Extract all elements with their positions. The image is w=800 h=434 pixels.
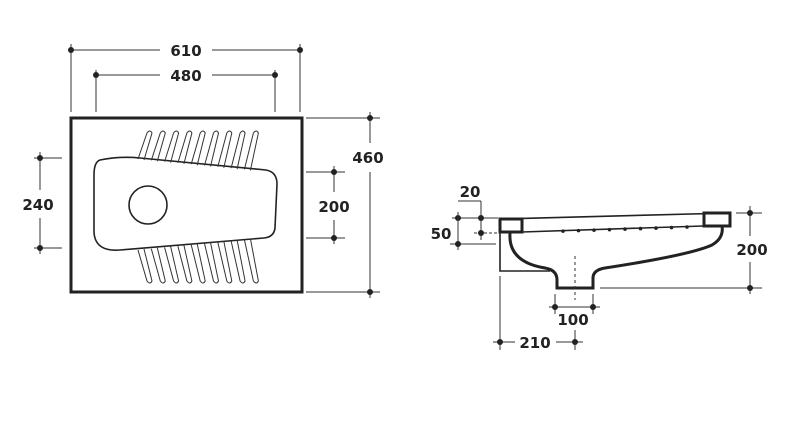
flush-hole [623, 227, 627, 231]
rib [150, 247, 166, 284]
side-view: 20 50 200 100 [431, 183, 768, 352]
flush-hole [607, 227, 612, 232]
dimension-label: 210 [519, 334, 550, 352]
dimension-460: 460 [306, 112, 384, 298]
rib [137, 248, 153, 284]
rib [243, 238, 259, 284]
flush-hole [654, 226, 658, 230]
dimension-label: 460 [352, 149, 383, 167]
rim-top [499, 212, 731, 220]
bowl-outline [508, 225, 724, 290]
flush-hole [592, 228, 596, 232]
flush-holes [561, 225, 689, 233]
dimension-200-plan: 200 [306, 166, 350, 244]
flush-hole [576, 228, 581, 233]
rib [230, 239, 246, 284]
dimension-label: 480 [170, 67, 201, 85]
rim-right-block [702, 211, 732, 228]
dimension-210: 210 [493, 276, 583, 352]
dimension-label: 200 [736, 241, 767, 259]
dimension-610: 610 [68, 42, 303, 112]
rib [164, 246, 180, 284]
ribs [137, 130, 259, 284]
dimension-label: 240 [22, 196, 53, 214]
dimension-480: 480 [93, 67, 278, 112]
dimension-200-side: 200 [600, 206, 768, 294]
dimension-100: 100 [549, 294, 600, 329]
foot-platform [93, 156, 278, 251]
plan-outline [69, 116, 304, 294]
dimension-20: 20 [452, 183, 500, 240]
rib [217, 130, 233, 168]
dimension-label: 610 [170, 42, 201, 60]
rib [190, 243, 206, 284]
rib [164, 130, 180, 163]
flush-hole [561, 229, 565, 233]
dimension-label: 100 [557, 311, 588, 329]
rib [243, 130, 259, 171]
dimension-label: 50 [431, 225, 452, 243]
plan-view: 610 480 460 240 [22, 42, 384, 298]
flush-hole [685, 225, 689, 229]
rib [177, 244, 193, 284]
flush-hole [638, 226, 643, 231]
dimension-50: 50 [431, 212, 496, 250]
rib [217, 241, 233, 284]
back-wall [499, 232, 550, 272]
rib [177, 130, 193, 165]
dimension-240: 240 [22, 152, 62, 254]
rib [137, 130, 153, 161]
rib [150, 130, 166, 162]
dimension-label: 20 [460, 183, 481, 201]
rim-inner [521, 225, 704, 233]
dimension-label: 200 [318, 198, 349, 216]
flush-hole [669, 225, 674, 230]
rim-left-block [498, 217, 524, 234]
rib [190, 130, 206, 166]
rib [230, 130, 246, 170]
rib [204, 130, 220, 167]
drain-hole [128, 185, 168, 225]
rib [204, 242, 220, 284]
